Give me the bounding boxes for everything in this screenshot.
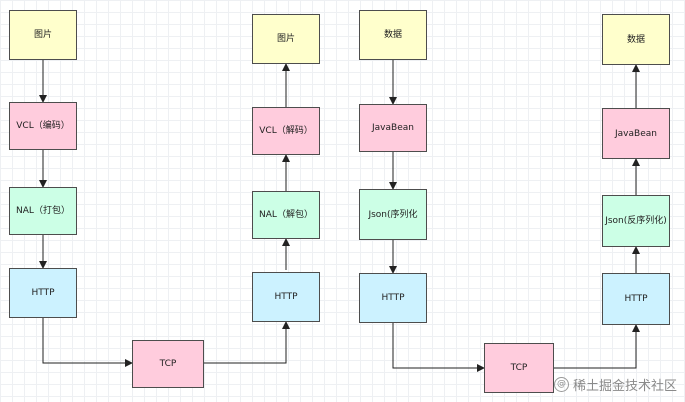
node-tcp-left: TCP (132, 340, 204, 388)
node-http-send: HTTP (9, 268, 77, 318)
node-vcl-decode: VCL（解码） (252, 107, 320, 155)
edge-tcp-to-http (204, 321, 290, 364)
edge-http-to-tcp-right (392, 323, 485, 372)
edge-http-to-tcp (42, 318, 133, 367)
node-nal-unpack: NAL（解包） (252, 191, 320, 239)
node-javabean-source: JavaBean (359, 104, 427, 152)
edge-tcp-to-http-right (554, 324, 640, 369)
node-http-recv: HTTP (252, 272, 320, 322)
node-tcp-right: TCP (484, 343, 554, 393)
node-http-recv-right: HTTP (602, 273, 670, 325)
node-javabean-dest: JavaBean (602, 108, 670, 159)
node-dest-image: 图片 (252, 14, 320, 64)
watermark-text: 稀土掘金技术社区 (572, 379, 677, 394)
at-icon: @ (553, 377, 569, 392)
node-json-deserialize: Json(反序列化) (602, 195, 670, 247)
node-json-serialize: Json(序列化 (359, 189, 427, 240)
node-http-send-right: HTTP (359, 273, 427, 323)
watermark: @ 稀土掘金技术社区 (553, 375, 677, 394)
node-dest-data: 数据 (602, 14, 670, 65)
node-source-data: 数据 (359, 10, 427, 60)
node-nal-pack: NAL（打包） (9, 187, 77, 235)
node-vcl-encode: VCL（编码） (9, 102, 77, 150)
node-source-image: 图片 (9, 10, 77, 60)
